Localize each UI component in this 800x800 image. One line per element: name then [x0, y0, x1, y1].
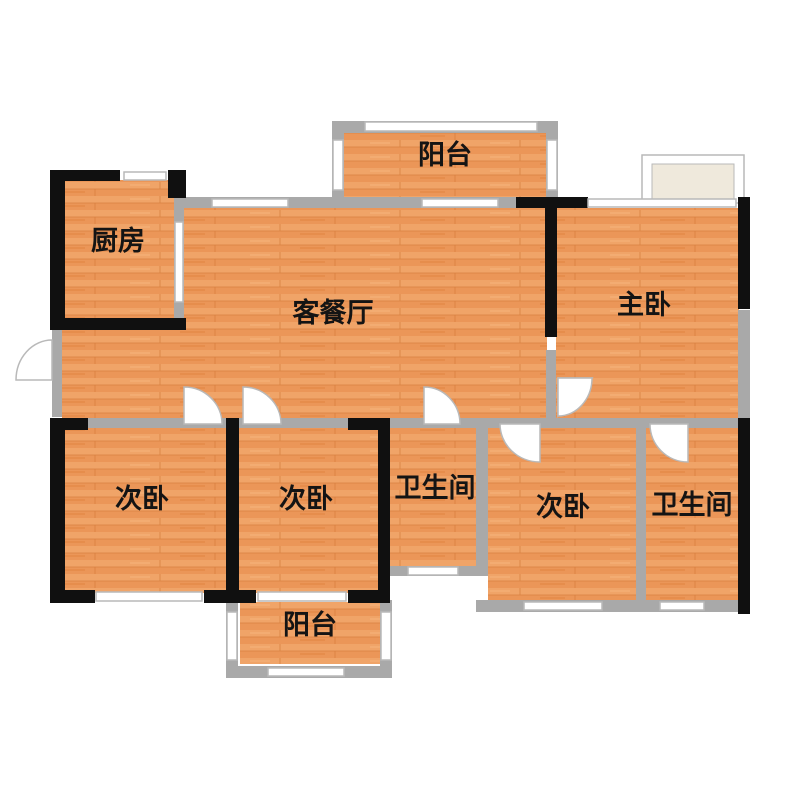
- floors: [62, 133, 739, 664]
- door-bedroom3: [499, 423, 541, 463]
- floor-balcony-bottom: [240, 602, 380, 664]
- window-bedroom1-bottom: [95, 591, 203, 602]
- window-kitchen-top: [123, 171, 167, 181]
- window-balcony-bottom-right: [380, 611, 392, 661]
- window-bathroom1-bottom: [407, 566, 459, 576]
- window-living-top-left: [211, 198, 289, 208]
- door-bathroom2: [649, 423, 689, 463]
- window-balcony-bottom-left: [226, 611, 238, 661]
- floor-bathroom-1: [390, 428, 476, 566]
- label-master-bedroom: 主卧: [617, 290, 671, 321]
- door-bathroom1: [423, 386, 461, 425]
- window-balcony-bottom: [267, 667, 345, 677]
- window-kitchen-right: [174, 221, 184, 303]
- windows: [95, 121, 737, 677]
- window-bathroom2-bottom: [659, 601, 705, 611]
- label-bedroom-1: 次卧: [115, 484, 169, 515]
- label-bedroom-2: 次卧: [279, 484, 333, 515]
- ac-platform: [641, 154, 745, 204]
- floor-bedroom-3: [488, 428, 636, 600]
- label-living-dining: 客餐厅: [293, 297, 374, 329]
- label-kitchen: 厨房: [91, 226, 145, 257]
- label-balcony-top: 阳台: [418, 139, 472, 171]
- door-bedroom2: [242, 386, 282, 425]
- floor-living-dining: [62, 208, 547, 418]
- floor-bathroom-2: [646, 428, 738, 600]
- label-bathroom-1: 卫生间: [395, 473, 476, 504]
- entrance-door: [15, 339, 53, 381]
- window-living-top-right: [421, 198, 499, 208]
- structural-walls: [50, 170, 750, 614]
- window-master-top: [587, 198, 737, 208]
- label-balcony-bottom: 阳台: [283, 609, 337, 641]
- label-bedroom-3: 次卧: [536, 492, 590, 523]
- window-balcony-top-right: [546, 139, 558, 191]
- floor-bedroom-1: [62, 428, 227, 593]
- room-labels: 阳台 厨房 客餐厅 主卧 次卧 次卧 卫生间 次卧 卫生间 阳台: [91, 139, 733, 641]
- window-bedroom2-bottom: [257, 591, 347, 602]
- floor-balcony-top: [344, 133, 548, 197]
- doors: [15, 339, 689, 463]
- floor-bedroom-2: [238, 428, 378, 593]
- door-bedroom1: [183, 386, 223, 425]
- label-bathroom-2: 卫生间: [652, 490, 733, 521]
- window-balcony-top-left: [332, 139, 344, 191]
- window-balcony-top: [364, 121, 538, 132]
- door-master-arc: [557, 377, 593, 417]
- window-bedroom3-bottom: [523, 601, 603, 611]
